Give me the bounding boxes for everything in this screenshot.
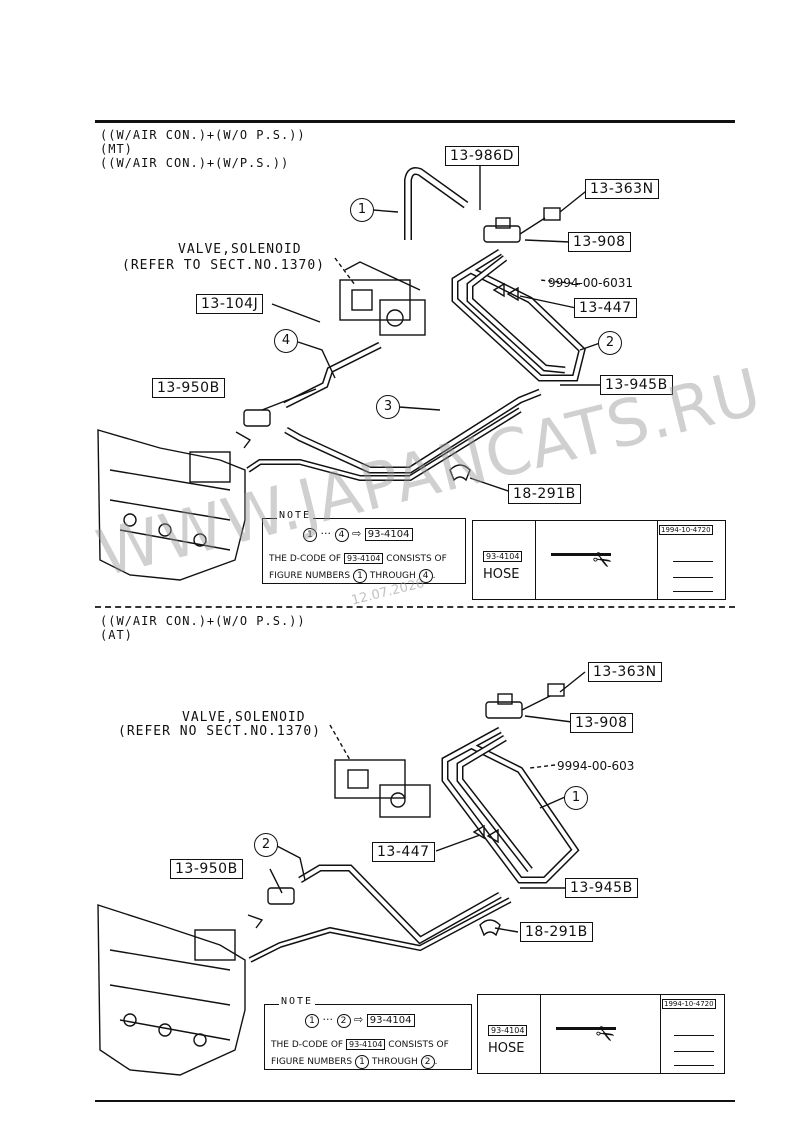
note-range-bottom: 1 ··· 2 ⇨ 93-4104 — [305, 1013, 415, 1028]
part-9994-00-603-bottom[interactable]: 9994-00-603 — [557, 759, 635, 773]
callout-3[interactable]: 3 — [376, 395, 400, 419]
part-13-104J[interactable]: 13-104J — [196, 294, 264, 314]
part-13-950B-bottom[interactable]: 13-950B — [170, 859, 243, 879]
top-rule — [95, 120, 735, 123]
note-box-bottom: NOTE 1 ··· 2 ⇨ 93-4104 THE D-CODE OF 93-… — [264, 996, 472, 1070]
note-text-line-2-bottom: FIGURE NUMBERS 1 THROUGH 2. — [271, 1055, 438, 1069]
valve-solenoid-label-bottom: VALVE,SOLENOID — [182, 710, 306, 725]
part-13-363N-bottom[interactable]: 13-363N — [588, 662, 662, 682]
note-text-line-1-bottom: THE D-CODE OF 93-4104 CONSISTS OF — [271, 1039, 449, 1050]
note-range-end: 4 — [334, 528, 349, 542]
callout-1[interactable]: 1 — [350, 198, 374, 222]
bottom-rule — [95, 1100, 735, 1102]
part-13-447[interactable]: 13-447 — [574, 298, 637, 318]
note-inline-code: 93-4104 — [343, 553, 384, 564]
legend-code: 93-4104 — [483, 551, 523, 562]
variant-line-b2: (AT) — [100, 628, 133, 642]
part-13-908-bottom[interactable]: 13-908 — [570, 713, 633, 733]
part-13-945B[interactable]: 13-945B — [600, 375, 673, 395]
part-13-363N[interactable]: 13-363N — [585, 179, 659, 199]
callout-b1[interactable]: 1 — [564, 786, 588, 810]
valve-solenoid-ref-bottom: (REFER NO SECT.NO.1370) — [118, 724, 322, 739]
part-18-291B-bottom[interactable]: 18-291B — [520, 922, 593, 942]
note-arrow: ⇨ — [352, 527, 362, 540]
part-9994-00-6031[interactable]: 9994-00-6031 — [548, 276, 634, 290]
valve-solenoid-ref: (REFER TO SECT.NO.1370) — [122, 258, 326, 273]
callout-b2[interactable]: 2 — [254, 833, 278, 857]
note-text-line-1: THE D-CODE OF 93-4104 CONSISTS OF — [269, 553, 447, 564]
note-range-start: 1 — [303, 528, 317, 542]
note-text-line-2: FIGURE NUMBERS 1 THROUGH 4. — [269, 569, 436, 583]
scissors-icon: ✂ — [585, 540, 619, 581]
variant-line-2: (MT) — [100, 142, 133, 156]
part-13-986D[interactable]: 13-986D — [445, 146, 519, 166]
callout-4[interactable]: 4 — [274, 329, 298, 353]
legend-part-number: 1994-10-4720 — [659, 525, 713, 535]
hose-legend-bottom: 93-4104 HOSE 1994-10-4720 ✂ — [477, 994, 725, 1074]
part-13-945B-bottom[interactable]: 13-945B — [565, 878, 638, 898]
note-box-top: NOTE 1 ··· 4 ⇨ 93-4104 THE D-CODE OF 93-… — [262, 510, 466, 584]
part-13-950B[interactable]: 13-950B — [152, 378, 225, 398]
legend-hose-label: HOSE — [483, 567, 520, 582]
note-range-sep: ··· — [320, 527, 332, 540]
part-13-447-bottom[interactable]: 13-447 — [372, 842, 435, 862]
variant-line-3: ((W/AIR CON.)+(W/P.S.)) — [100, 156, 290, 170]
callout-2[interactable]: 2 — [598, 331, 622, 355]
part-13-908[interactable]: 13-908 — [568, 232, 631, 252]
part-18-291B[interactable]: 18-291B — [508, 484, 581, 504]
variant-line-b1: ((W/AIR CON.)+(W/O P.S.)) — [100, 614, 306, 628]
variant-line-1: ((W/AIR CON.)+(W/O P.S.)) — [100, 128, 306, 142]
note-code: 93-4104 — [364, 528, 413, 541]
note-range: 1 ··· 4 ⇨ 93-4104 — [303, 527, 413, 542]
hose-legend-top: 93-4104 HOSE 1994-10-4720 ✂ — [472, 520, 726, 600]
note-title: NOTE — [277, 510, 314, 521]
scissors-icon: ✂ — [588, 1014, 622, 1055]
note-title-bottom: NOTE — [279, 996, 316, 1007]
valve-solenoid-label: VALVE,SOLENOID — [178, 242, 302, 257]
section-separator — [95, 606, 735, 608]
